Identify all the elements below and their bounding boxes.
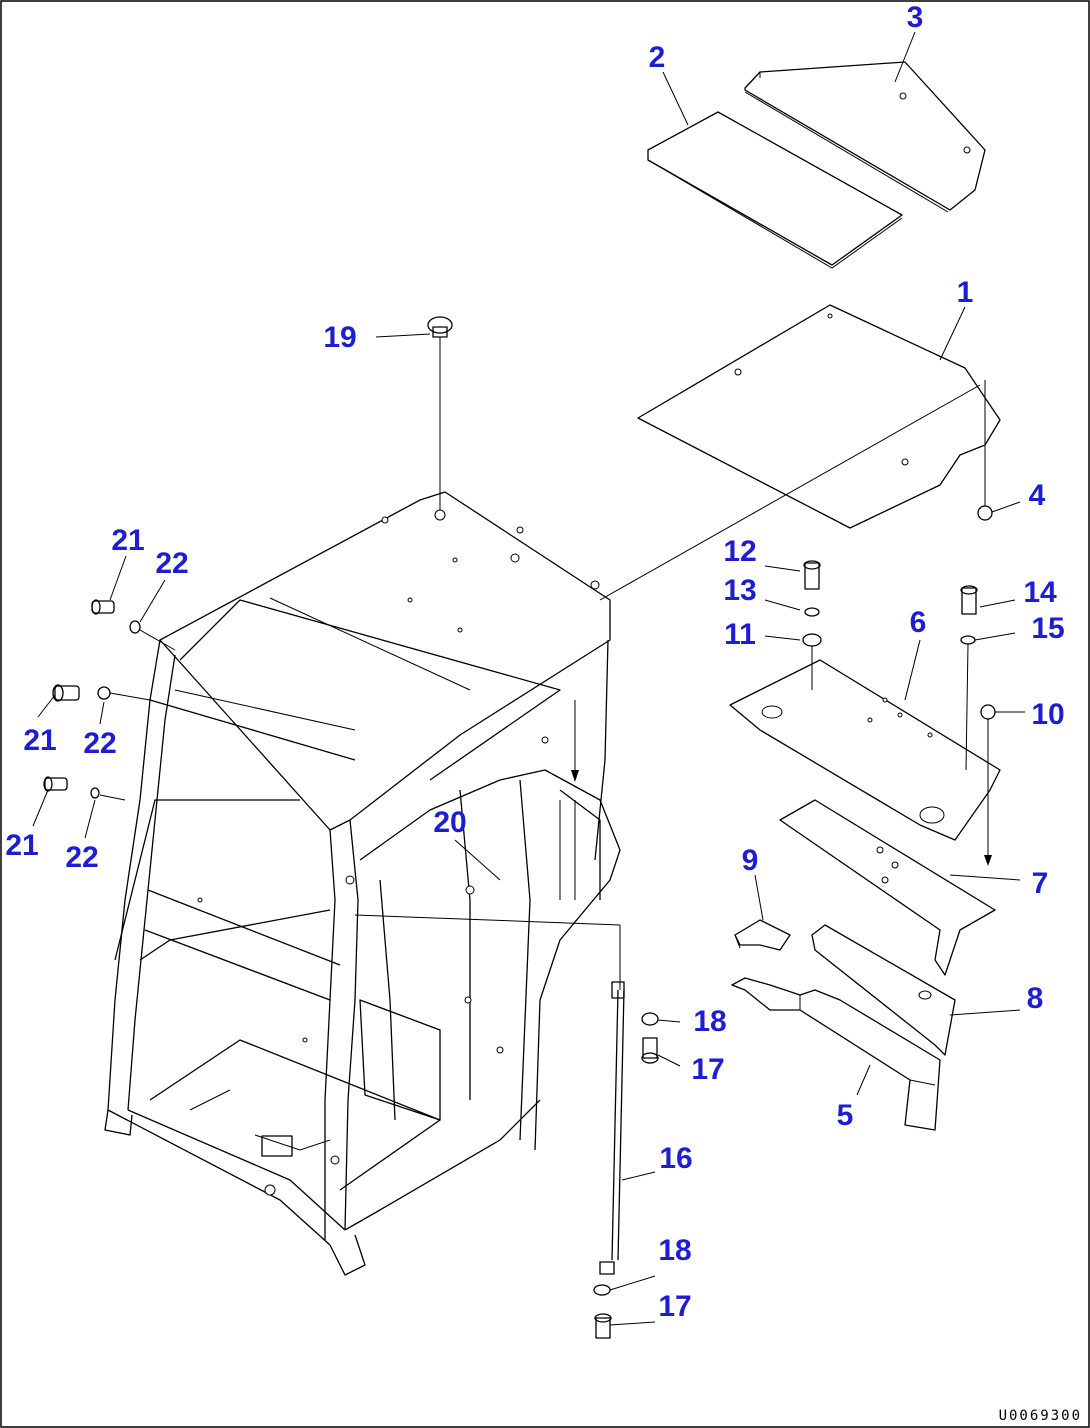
callout-18-lower: 18 (658, 1234, 691, 1267)
callout-3: 1 (957, 276, 974, 309)
part-20-leader (354, 914, 621, 926)
part-22-washer-top (129, 620, 141, 634)
callout-21-mid: 21 (23, 724, 56, 757)
part-17-bolt-lower (594, 1313, 612, 1339)
part-5-channel (731, 977, 941, 1131)
callout-21-low: 21 (5, 829, 38, 862)
callout-5: 5 (837, 1099, 854, 1132)
part-9-clip (734, 919, 791, 951)
part-13-washer (804, 607, 820, 617)
callout-6: 6 (910, 606, 927, 639)
callout-15: 15 (1031, 612, 1064, 645)
part-18-washer-lower (593, 1284, 611, 1296)
part-19-plug (427, 316, 453, 512)
callout-8: 8 (1027, 982, 1044, 1015)
callout-19: 19 (323, 321, 356, 354)
part-21-bolt-mid (52, 684, 80, 702)
part-3-panel (744, 61, 986, 213)
callout-7: 7 (1032, 867, 1049, 900)
cab-frame (104, 639, 621, 1276)
callout-labels: 3 2 1 4 5 6 7 8 9 10 11 12 13 14 15 16 1… (5, 1, 1064, 1323)
cab-roof (159, 491, 611, 831)
callout-13: 13 (723, 574, 756, 607)
callout-2: 2 (649, 41, 666, 74)
callout-4: 4 (1029, 479, 1046, 512)
callout-22-low: 22 (65, 841, 98, 874)
part-2-panel (647, 111, 903, 269)
part-6-bracket (729, 659, 1001, 841)
callout-18-upper: 18 (693, 1005, 726, 1038)
callout-1: 3 (907, 1, 924, 34)
callout-9: 9 (742, 844, 759, 877)
part-4-nut (977, 380, 993, 521)
part-11-washer (802, 633, 822, 690)
part-7-plate (779, 799, 996, 976)
callout-14: 14 (1023, 576, 1057, 609)
callout-16: 16 (659, 1142, 692, 1175)
part-8-rail (811, 924, 956, 1056)
part-12-bolt (803, 560, 821, 590)
cab-arrow (571, 700, 579, 782)
part-14-bolt (960, 585, 978, 615)
part-21-bolt-low (43, 776, 68, 792)
callout-21-top: 21 (111, 524, 144, 557)
drawing-code: U0069300 (999, 1408, 1082, 1424)
part-21-bolt-top (91, 599, 115, 615)
callout-11: 11 (724, 618, 756, 651)
plate-leader (599, 384, 981, 601)
callout-20: 20 (433, 806, 466, 839)
callout-17-lower: 17 (658, 1290, 691, 1323)
part-17-bolt-upper (641, 1037, 659, 1064)
callout-17-upper: 17 (691, 1053, 724, 1086)
left-fastener-leaders (99, 629, 176, 801)
part-20-pointer (454, 839, 501, 881)
callout-22-top: 22 (155, 547, 188, 580)
part-16-rod (599, 925, 625, 1275)
part-18-washer-upper (641, 1012, 659, 1026)
callout-22-mid: 22 (83, 727, 116, 760)
part-22-washer-mid (97, 686, 111, 700)
part-1-roof-plate (637, 304, 1001, 529)
callout-10: 10 (1031, 698, 1064, 731)
part-22-washer-low (90, 787, 100, 799)
callout-leaders (32, 31, 1025, 1326)
callout-12: 12 (723, 535, 756, 568)
